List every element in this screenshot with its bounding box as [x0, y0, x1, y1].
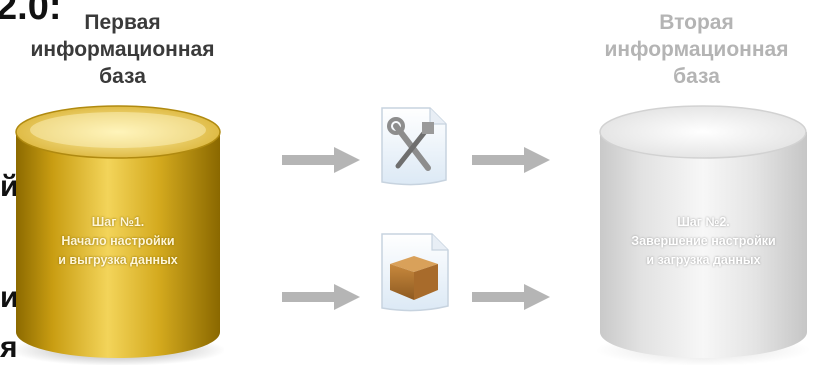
arrow-right-icon: [282, 283, 360, 311]
arrow-right-icon: [282, 146, 360, 174]
second-database-title-line: Вторая: [578, 9, 815, 36]
arrow-right-icon: [472, 283, 550, 311]
step-one-line: и выгрузка данных: [12, 251, 224, 270]
second-database-title-line: информационная: [578, 36, 815, 63]
arrow-right-icon: [472, 146, 550, 174]
step-one-line: Шаг №1.: [12, 213, 224, 232]
first-database-title-line: база: [0, 63, 245, 90]
step-two-label: Шаг №2. Завершение настройки и загрузка …: [596, 213, 811, 270]
tools-icon: [376, 104, 450, 188]
step-two-line: Шаг №2.: [596, 213, 811, 232]
second-database-title-line: база: [578, 63, 815, 90]
box-icon: [376, 230, 452, 314]
second-database-title: Вторая информационная база: [578, 9, 815, 90]
step-two-line: и загрузка данных: [596, 251, 811, 270]
first-database-title-line: информационная: [0, 36, 245, 63]
step-one-line: Начало настройки: [12, 232, 224, 251]
first-database-title: Первая информационная база: [0, 9, 245, 90]
step-one-label: Шаг №1. Начало настройки и выгрузка данн…: [12, 213, 224, 270]
first-database-title-line: Первая: [0, 9, 245, 36]
step-two-line: Завершение настройки: [596, 232, 811, 251]
